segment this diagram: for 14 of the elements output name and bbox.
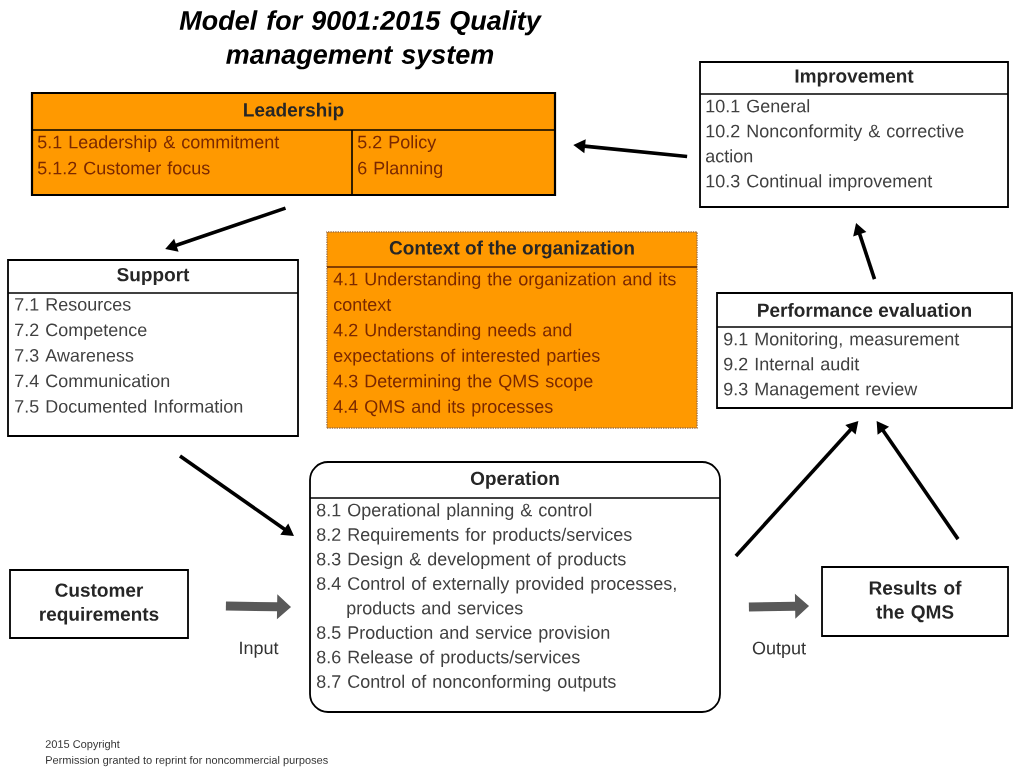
- arrow: [178, 454, 294, 536]
- edge-label: Output: [752, 641, 806, 658]
- process-box: Customer requirements: [9, 569, 189, 639]
- process-box: Performance evaluation 9.1 Monitoring, measurement 9.2 Internal audit 9.3 Management review: [716, 292, 1013, 409]
- footer-note: 2015 Copyright: [45, 739, 120, 751]
- footer-note: Permission granted to reprint for noncommercial purposes: [46, 755, 328, 767]
- process-box: Improvement 10.1 General 10.2 Nonconformity & corrective action 10.3 Continual improvement: [699, 61, 1009, 208]
- process-box: Results of the QMS: [821, 566, 1009, 637]
- process-box: Context of the organization 4.1 Understanding the organization and its context 4.2 Understanding needs and expectations of interested parties 4.3 Determining the QMS scope 4.4 QMS and its processes: [326, 231, 698, 429]
- process-box: Support 7.1 Resources 7.2 Competence 7.3 Awareness 7.4 Communication 7.5 Documented Information: [7, 259, 299, 437]
- process-box: Operation 8.1 Operational planning & control 8.2 Requirements for products/services 8.3 Design & development of products 8.4 Control of externally provided processes, products and services 8.5 Production and service provision 8.6 Release of products/services 8.7 Control of nonconforming outputs: [309, 461, 721, 713]
- title: Model for 9001:2015 Quality management system: [179, 10, 542, 70]
- process-box: Leadership 5.1 Leadership & commitment 5.1.2 Customer focus 5.2 Policy 6 Planning: [30, 91, 557, 197]
- edge-label: Input: [240, 641, 279, 658]
